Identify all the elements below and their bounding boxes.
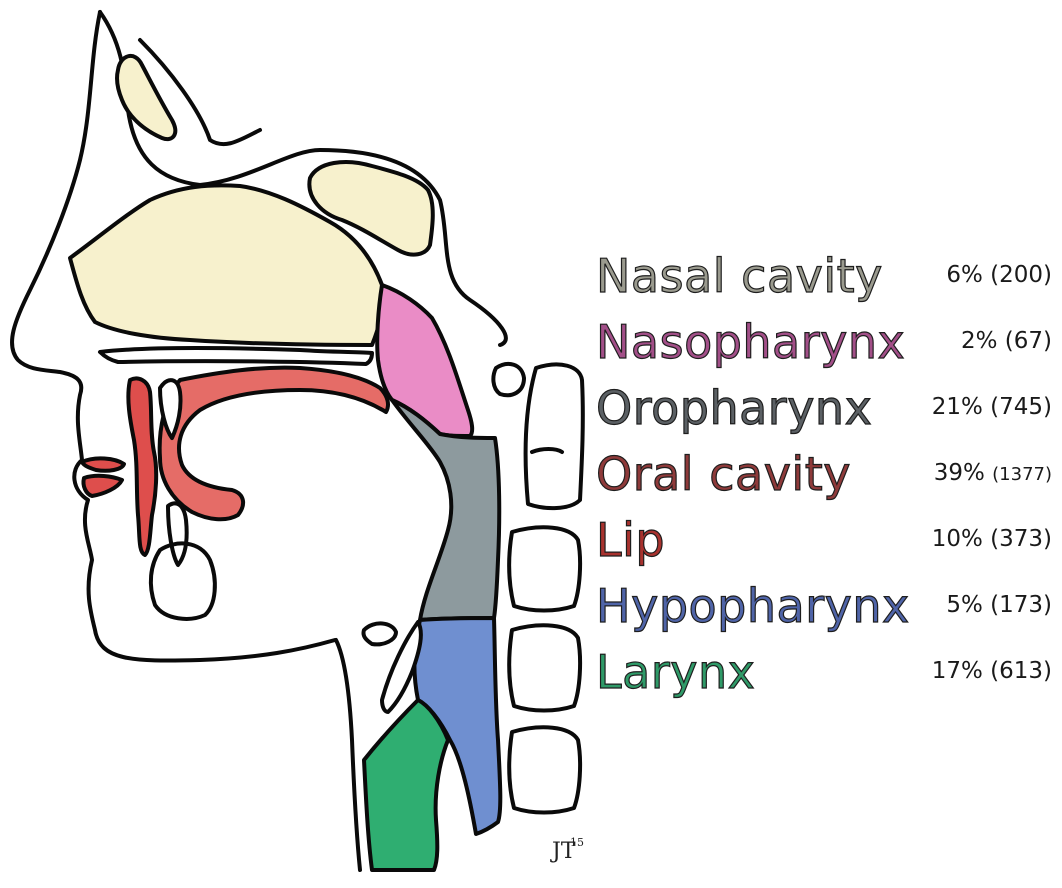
signature: JT 15 xyxy=(550,836,584,864)
larynx-region xyxy=(364,700,448,870)
neck-front xyxy=(336,640,360,870)
legend-row: Hypopharynx 5% (173) xyxy=(596,576,1056,642)
region-percent: 6% xyxy=(946,262,983,288)
region-count: (613) xyxy=(990,658,1052,684)
region-stat: 10% (373) xyxy=(932,522,1052,556)
region-label: Nasopharynx xyxy=(596,312,905,372)
region-stat: 39% (1377) xyxy=(934,456,1052,492)
epiglottis xyxy=(382,622,421,712)
legend-row: Lip 10% (373) xyxy=(596,510,1056,576)
region-count: (1377) xyxy=(992,464,1052,485)
legend-row: Oropharynx 21% (745) xyxy=(596,378,1056,444)
region-label: Larynx xyxy=(596,642,755,702)
legend-row: Oral cavity 39% (1377) xyxy=(596,444,1056,510)
region-label: Oral cavity xyxy=(596,444,851,504)
vertebra xyxy=(509,625,580,710)
region-count: (173) xyxy=(990,592,1052,618)
region-count: (67) xyxy=(1005,328,1052,354)
region-percent: 39% xyxy=(934,460,985,486)
region-stat: 2% (67) xyxy=(961,324,1052,358)
region-label: Lip xyxy=(596,510,665,570)
legend-row: Nasal cavity 6% (200) xyxy=(596,246,1056,312)
lower-lip xyxy=(83,476,122,496)
region-count: (745) xyxy=(990,394,1052,420)
region-percent: 2% xyxy=(961,328,998,354)
vertebra xyxy=(509,727,580,812)
vertebra xyxy=(509,527,580,610)
region-stat: 6% (200) xyxy=(946,258,1052,292)
region-percent: 21% xyxy=(932,394,983,420)
region-label: Nasal cavity xyxy=(596,246,883,306)
region-count: (373) xyxy=(990,526,1052,552)
upper-lip xyxy=(82,458,124,470)
region-stat: 17% (613) xyxy=(932,654,1052,688)
legend-row: Nasopharynx 2% (67) xyxy=(596,312,1056,378)
oropharynx-region xyxy=(392,400,499,620)
region-percent: 10% xyxy=(932,526,983,552)
region-count: (200) xyxy=(990,262,1052,288)
hard-palate xyxy=(100,348,372,364)
vertebra-dens xyxy=(493,364,524,395)
oral-cavity-region xyxy=(160,368,388,520)
nasopharynx-region xyxy=(377,285,472,436)
region-label: Hypopharynx xyxy=(596,576,910,636)
region-percent: 17% xyxy=(932,658,983,684)
region-legend: Nasal cavity 6% (200) Nasopharynx 2% (67) Or… xyxy=(596,246,1056,708)
hyoid xyxy=(363,623,396,644)
vertebra xyxy=(526,364,583,508)
legend-row: Larynx 17% (613) xyxy=(596,642,1056,708)
region-stat: 21% (745) xyxy=(932,390,1052,424)
svg-text:15: 15 xyxy=(570,836,584,849)
region-stat: 5% (173) xyxy=(946,588,1052,622)
region-percent: 5% xyxy=(946,592,983,618)
lower-tooth xyxy=(168,503,187,565)
lip-region xyxy=(128,379,156,556)
region-label: Oropharynx xyxy=(596,378,872,438)
